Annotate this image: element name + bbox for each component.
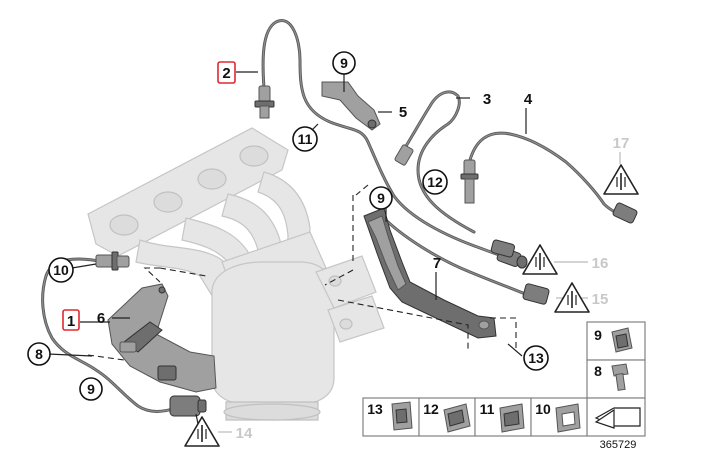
callout-3[interactable]: 3 bbox=[483, 91, 491, 108]
callout-4[interactable]: 4 bbox=[524, 91, 533, 108]
diagram-id: 365729 bbox=[600, 439, 637, 451]
connector-clip-icon bbox=[499, 403, 525, 433]
bracket-5[interactable] bbox=[321, 81, 381, 131]
callout-8[interactable]: 8 bbox=[35, 346, 43, 362]
oxygen-sensor-4[interactable] bbox=[460, 131, 638, 224]
warning-triangle-icon[interactable] bbox=[522, 244, 558, 275]
callout-15[interactable]: 15 bbox=[592, 291, 609, 308]
connector-clip-icon bbox=[611, 327, 633, 353]
callout-1[interactable]: 1 bbox=[67, 313, 75, 330]
callout-14[interactable]: 14 bbox=[236, 425, 253, 442]
warning-triangles bbox=[184, 164, 639, 447]
callout-circle-10 bbox=[48, 257, 74, 283]
callout-circle-9a bbox=[332, 51, 356, 75]
connector-clip-icon bbox=[391, 401, 413, 431]
legend-bottom: 13 12 11 10 bbox=[362, 397, 588, 437]
connector-clip-icon bbox=[555, 403, 581, 433]
callout-9-bottom[interactable]: 9 bbox=[87, 381, 95, 397]
lambda-sensor-icon bbox=[616, 173, 626, 190]
exhaust-manifold-ghost bbox=[87, 127, 385, 421]
callout-11[interactable]: 11 bbox=[298, 131, 313, 147]
callout-circle-13 bbox=[523, 345, 549, 371]
callout-16[interactable]: 16 bbox=[592, 255, 609, 272]
legend-bottom-12[interactable]: 12 bbox=[423, 401, 439, 417]
bolt-icon bbox=[611, 363, 629, 391]
warning-triangle-icon[interactable] bbox=[184, 416, 220, 447]
bracket-6[interactable] bbox=[107, 283, 217, 393]
callout-13[interactable]: 13 bbox=[528, 350, 544, 366]
oxygen-sensor-cable-15[interactable] bbox=[378, 212, 550, 305]
assembly-lines bbox=[87, 184, 517, 361]
highlight-box-2 bbox=[217, 61, 236, 84]
legend-right-mid-num[interactable]: 8 bbox=[594, 363, 602, 379]
connector-clip-icon bbox=[443, 403, 471, 433]
callout-circle-8 bbox=[27, 342, 51, 366]
callout-9-mid[interactable]: 9 bbox=[377, 190, 385, 206]
callout-12[interactable]: 12 bbox=[427, 174, 443, 190]
legend-bottom-13[interactable]: 13 bbox=[367, 401, 383, 417]
warning-triangle-icon[interactable] bbox=[554, 282, 590, 313]
warning-triangle-icon[interactable] bbox=[603, 164, 639, 195]
lambda-sensor-icon bbox=[535, 253, 545, 270]
callout-circle-9b bbox=[369, 186, 393, 210]
legend-right-top-num[interactable]: 9 bbox=[594, 327, 602, 343]
callout-9-top[interactable]: 9 bbox=[340, 55, 348, 71]
legend-bottom-11[interactable]: 11 bbox=[480, 401, 495, 417]
callout-circle-12 bbox=[422, 169, 448, 195]
callout-7[interactable]: 7 bbox=[433, 255, 441, 272]
oxygen-sensor-3[interactable] bbox=[394, 90, 516, 258]
callout-5[interactable]: 5 bbox=[399, 104, 407, 121]
lambda-sensor-icon bbox=[197, 425, 207, 442]
callout-labels: 1 2 3 4 5 6 7 8 9 9 9 10 11 12 13 14 15 … bbox=[27, 51, 630, 442]
callout-circle-11 bbox=[292, 126, 318, 152]
legend-bottom-10[interactable]: 10 bbox=[535, 401, 551, 417]
callout-10[interactable]: 10 bbox=[53, 262, 69, 278]
legend-right: 9 8 365729 bbox=[586, 321, 646, 451]
callout-circle-9c bbox=[79, 377, 103, 401]
lambda-sensor-icon bbox=[567, 291, 577, 308]
callout-2[interactable]: 2 bbox=[222, 65, 230, 82]
callout-6[interactable]: 6 bbox=[97, 310, 105, 327]
arrow-icon bbox=[594, 407, 641, 429]
highlight-box-1 bbox=[62, 309, 80, 331]
callout-17[interactable]: 17 bbox=[613, 135, 630, 152]
